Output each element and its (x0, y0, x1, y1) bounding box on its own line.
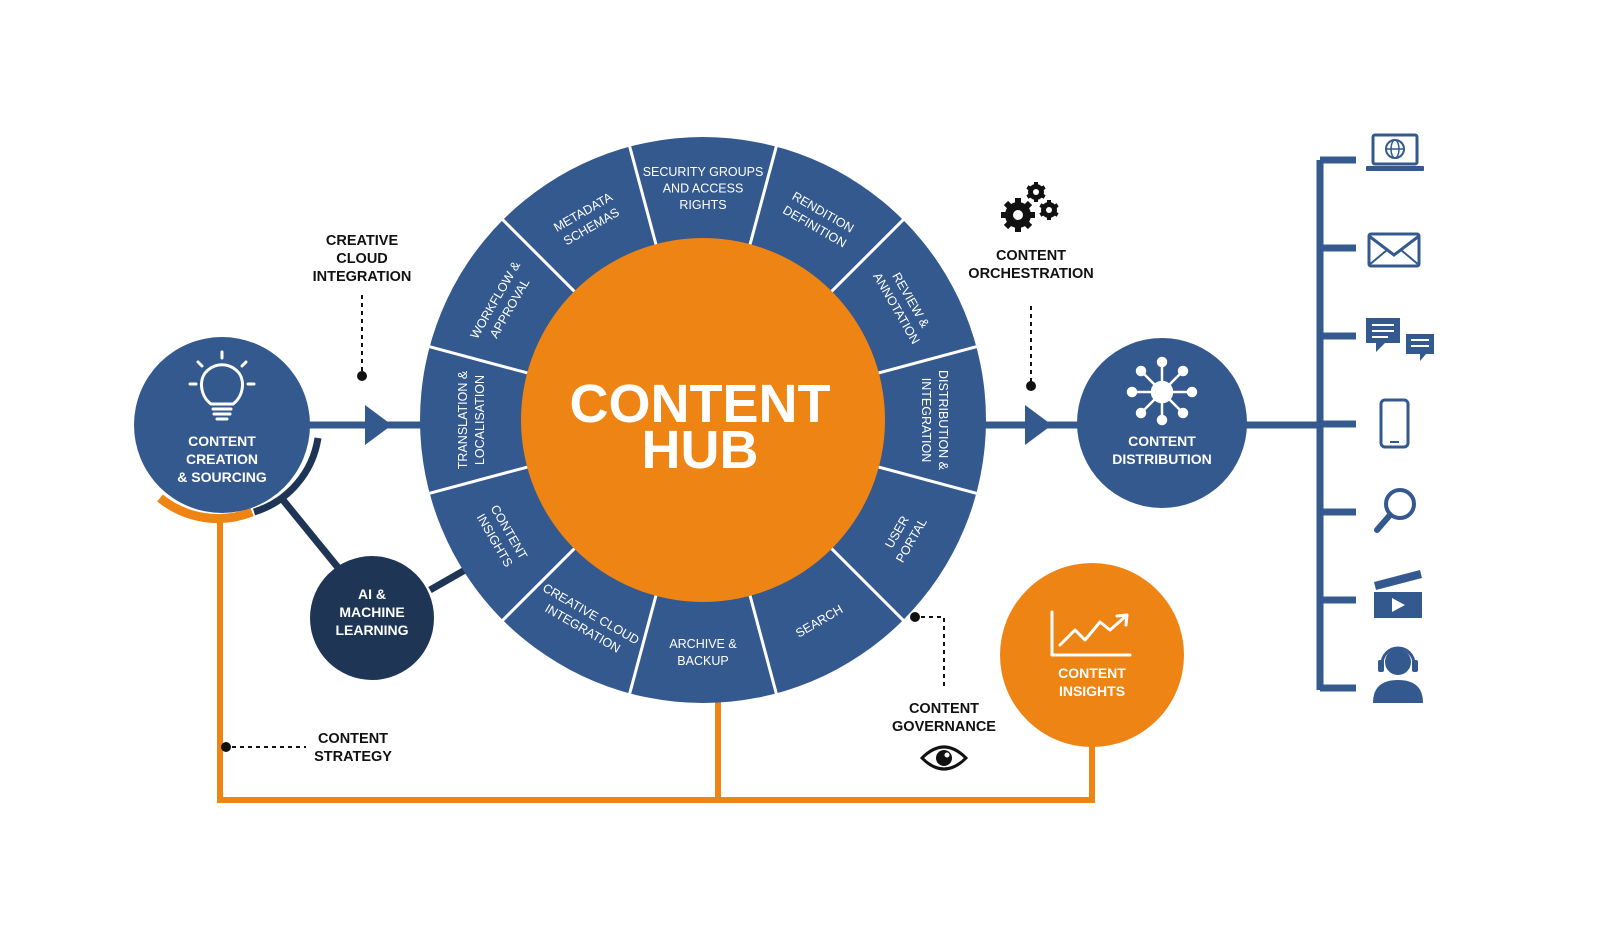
gear-tooth (1039, 211, 1045, 217)
gear-tooth (1015, 198, 1021, 204)
orange-connector-lines (217, 515, 1095, 803)
hub-segment-label-line: RIGHTS (679, 198, 726, 212)
hub-segment-divider (427, 463, 537, 496)
orchestration-pointer-dot (1026, 381, 1036, 391)
gear-tooth (1026, 193, 1032, 199)
ai-connector-lines (280, 497, 467, 594)
distribution-label-line2: DISTRIBUTION (1112, 451, 1212, 467)
hub-segment-divider (500, 217, 582, 299)
creation-orange-arc (157, 494, 254, 523)
eye-icon (919, 745, 969, 771)
clapperboard-icon (1374, 570, 1422, 618)
gear-tooth (1034, 198, 1038, 202)
creative-cloud-label-line1: CREATIVE (326, 233, 399, 249)
hub-segment-divider (824, 217, 906, 299)
gear-tooth (1047, 200, 1051, 204)
gear-tooth (1053, 211, 1059, 217)
strategy-label-line1: CONTENT (318, 731, 388, 747)
creative-cloud-pointer-dot (357, 371, 367, 381)
hub-segment-label-line: DISTRIBUTION & (936, 370, 950, 471)
distribution-label-line1: CONTENT (1128, 433, 1196, 449)
gear-tooth (1003, 200, 1013, 210)
gear-tooth (1015, 226, 1021, 232)
hub-segment-label: SECURITY GROUPS AND ACCESS RIGHTS (643, 165, 764, 212)
hub-segment-label-line: BACKUP (677, 654, 728, 668)
gear-tooth (1053, 203, 1059, 209)
hub-segment-label-line: AND ACCESS (663, 182, 744, 196)
hub-title-line1: CONTENT (570, 374, 831, 434)
hub-segment-divider (869, 463, 979, 496)
envelope-icon (1367, 232, 1421, 268)
laptop-globe-icon (1366, 133, 1424, 171)
arrow-to-hub (365, 405, 392, 445)
ai-label-line3: LEARNING (335, 622, 408, 638)
creative-cloud-label-line3: INTEGRATION (313, 269, 412, 285)
governance-label-line2: GOVERNANCE (892, 719, 996, 735)
gear-tooth (1029, 212, 1035, 218)
hub-segment-divider (627, 144, 660, 254)
insights-label-line1: CONTENT (1058, 665, 1126, 681)
hub-segment-label: DISTRIBUTION &INTEGRATION (919, 370, 950, 471)
hub-segment-divider (746, 586, 779, 696)
ai-node (310, 556, 434, 680)
creation-label-line2: CREATION (186, 451, 258, 467)
lightbulb-icon (188, 350, 256, 421)
gear-tooth (1040, 193, 1046, 199)
hub-segment-divider (627, 586, 660, 696)
trend-chart-icon (1050, 610, 1132, 657)
ai-label-line2: MACHINE (339, 604, 404, 620)
ai-label-line1: AI & (358, 586, 386, 602)
creation-label-line3: & SOURCING (177, 469, 267, 485)
orchestration-label-line2: ORCHESTRATION (968, 266, 1093, 282)
governance-pointer (921, 616, 945, 690)
strategy-label-line2: STRATEGY (314, 749, 392, 765)
hub-segment-label-line: SECURITY GROUPS (643, 165, 764, 179)
creation-navy-arc (252, 437, 322, 516)
arrow-to-distribution (1025, 405, 1052, 445)
hub-segment-label-line: LOCALISATION (473, 375, 487, 465)
hub-segment-label-line: ARCHIVE & (669, 637, 737, 651)
gear-tooth (1001, 212, 1007, 218)
gear-tooth (1047, 216, 1051, 220)
channel-icons (1366, 133, 1434, 703)
hub-segment-label: TRANSLATION &LOCALISATION (456, 370, 487, 469)
hub-segment-divider (427, 344, 537, 377)
gear-tooth (1003, 220, 1013, 230)
insights-label-line2: INSIGHTS (1059, 683, 1125, 699)
gear-tooth (1026, 185, 1032, 191)
hub-segment-divider (746, 144, 779, 254)
creation-label-line1: CONTENT (188, 433, 256, 449)
hub-segment-label-line: INTEGRATION (919, 378, 933, 463)
network-hub-icon (1126, 356, 1198, 426)
gears-icon (1001, 182, 1059, 232)
gear-tooth (1039, 203, 1045, 209)
gear-tooth (1034, 182, 1038, 186)
hub-segment-divider (500, 541, 582, 623)
headset-agent-icon (1373, 646, 1423, 703)
hub-segment-divider (824, 541, 906, 623)
chat-bubbles-icon (1366, 318, 1434, 361)
strategy-pointer-dot (221, 742, 231, 752)
governance-label-line1: CONTENT (909, 701, 979, 717)
gear-tooth (1040, 185, 1046, 191)
hub-segment-divider (869, 344, 979, 377)
governance-pointer-dot (910, 612, 920, 622)
search-icon (1374, 488, 1416, 533)
creative-cloud-label-line2: CLOUD (336, 251, 388, 267)
creation-node (134, 337, 310, 513)
hub-segment-label-line: TRANSLATION & (456, 370, 470, 469)
orchestration-label-line1: CONTENT (996, 248, 1066, 264)
hub-segment-label: ARCHIVE & BACKUP (669, 637, 737, 668)
smartphone-icon (1379, 398, 1410, 449)
hub-center (521, 238, 885, 602)
hub-title-line2: HUB (642, 420, 759, 480)
